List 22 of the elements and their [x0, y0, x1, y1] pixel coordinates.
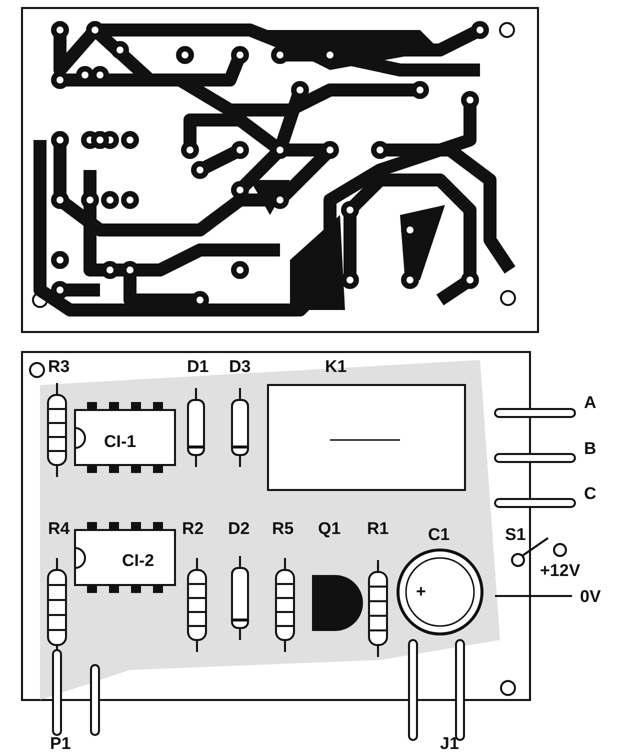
terminal-label: +12V — [540, 562, 580, 579]
component-label: CI-1 — [104, 433, 136, 450]
terminal-label: 0V — [580, 588, 601, 605]
terminal-label: A — [584, 394, 596, 411]
component-label: R5 — [272, 520, 294, 537]
terminal-label: C — [584, 485, 596, 502]
component-label: R4 — [48, 520, 70, 537]
component-label: R2 — [182, 520, 204, 537]
polarity-mark: + — [416, 583, 426, 600]
component-label: R3 — [48, 358, 70, 375]
component-label: C1 — [428, 526, 450, 543]
component-label: D3 — [229, 358, 251, 375]
component-label: D1 — [187, 358, 209, 375]
component-label: R1 — [367, 520, 389, 537]
component-label: CI-2 — [122, 552, 154, 569]
component-label: P1 — [50, 735, 71, 752]
component-label: K1 — [325, 358, 347, 375]
terminal-label: B — [584, 440, 596, 457]
component-label: Q1 — [318, 520, 341, 537]
component-label: J1 — [440, 735, 459, 752]
component-label: S1 — [505, 526, 526, 543]
component-label: D2 — [228, 520, 250, 537]
